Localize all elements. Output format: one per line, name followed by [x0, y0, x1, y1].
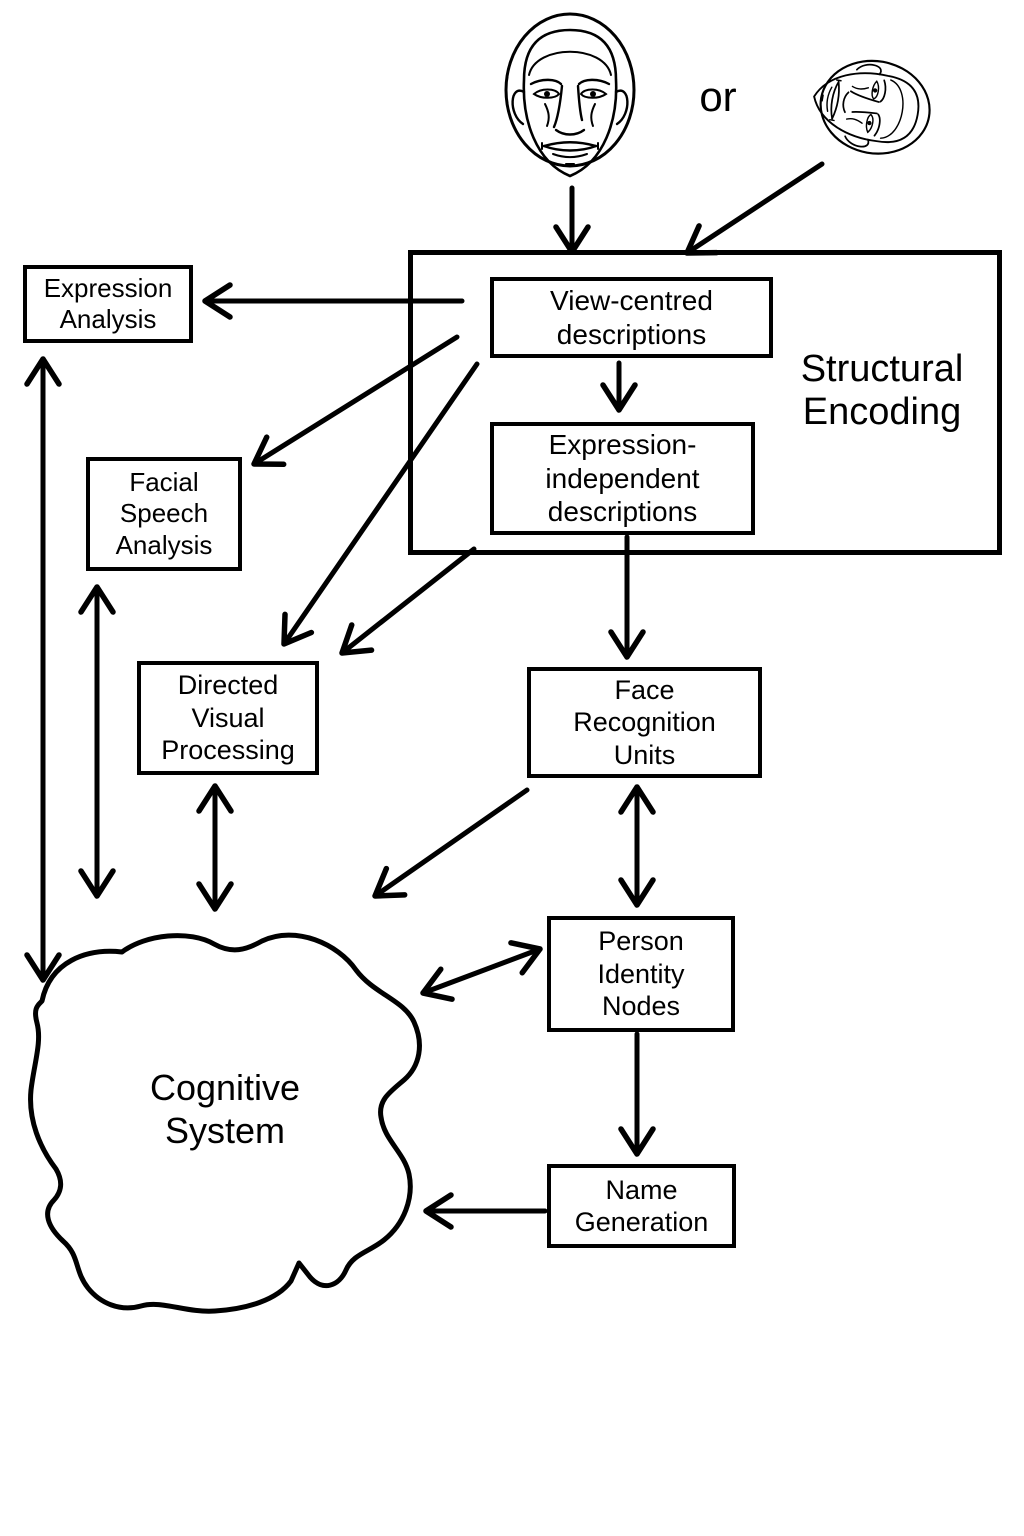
- node-face-recognition-units: Face Recognition Units: [527, 667, 762, 778]
- arrow-rotated-face-to-structural: [684, 161, 825, 256]
- node-expression-independent-descriptions: Expression- independent descriptions: [490, 422, 755, 535]
- arrow-fru-to-cognitive: [372, 787, 530, 899]
- cognitive-system-label: Cognitive System: [149, 1066, 301, 1151]
- rotated-face-icon: [805, 50, 939, 164]
- double-arrow-pin-cognitive: [420, 940, 543, 1002]
- node-facial-speech-analysis: Facial Speech Analysis: [86, 457, 242, 571]
- node-view-centred-descriptions: View-centred descriptions: [490, 277, 773, 358]
- or-label: or: [699, 73, 737, 120]
- arrow-structural-to-directed-visual: [339, 546, 477, 656]
- front-face-icon: [504, 12, 636, 178]
- node-name-generation: Name Generation: [547, 1164, 736, 1248]
- node-expression-analysis: Expression Analysis: [23, 265, 193, 343]
- node-person-identity-nodes: Person Identity Nodes: [547, 916, 735, 1032]
- node-directed-visual-processing: Directed Visual Processing: [137, 661, 319, 775]
- structural-encoding-label: Structural Encoding: [800, 348, 964, 433]
